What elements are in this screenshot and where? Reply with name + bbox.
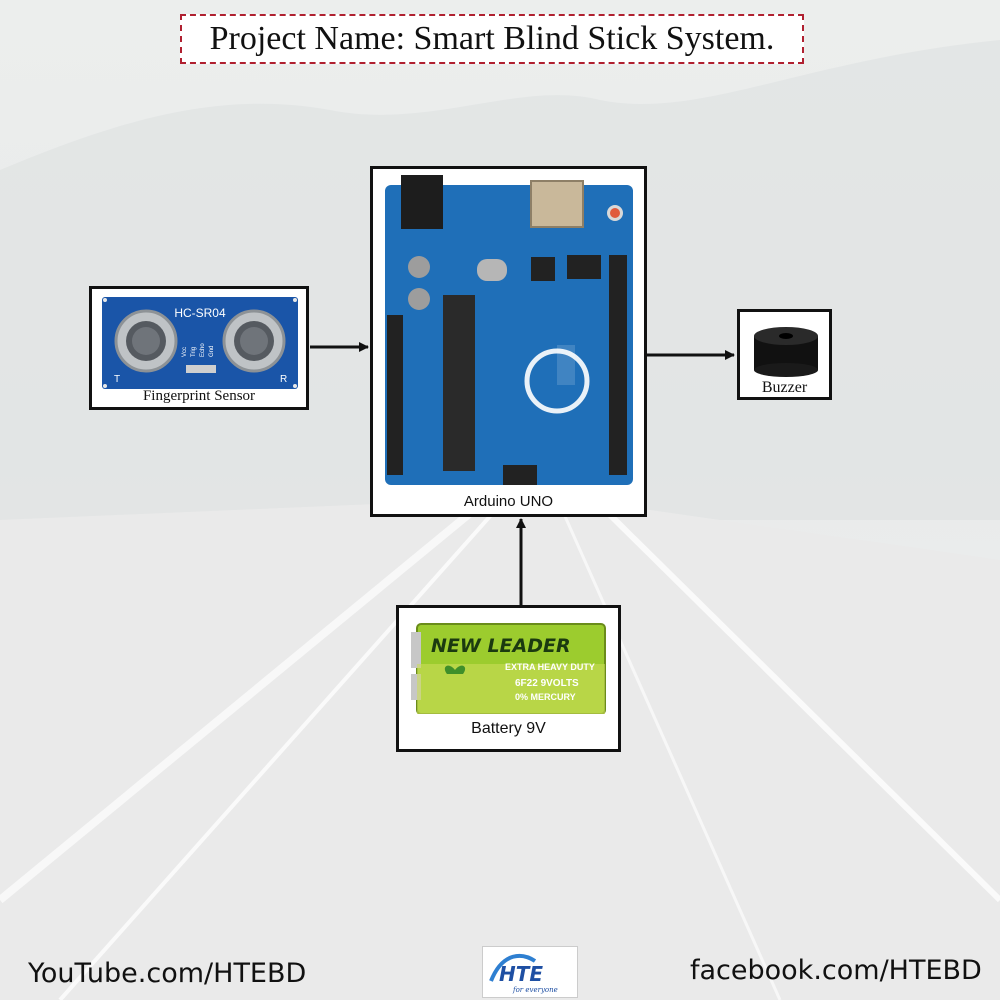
arduino-node: Arduino UNO <box>370 166 647 517</box>
sensor-pin-echo: Echo <box>200 343 206 357</box>
buzzer-image <box>754 327 818 377</box>
battery-node: NEW LEADER EXTRA HEAVY DUTY 6F22 9VOLTS … <box>396 605 621 752</box>
battery-line1: EXTRA HEAVY DUTY <box>505 662 595 672</box>
project-title: Project Name: Smart Blind Stick System. <box>209 20 775 57</box>
battery-line2: 6F22 9VOLTS <box>515 678 579 689</box>
buzzer-label: Buzzer <box>761 379 808 396</box>
logo-tagline: for everyone <box>512 986 558 994</box>
sensor-pin-gnd: Gnd <box>209 346 215 357</box>
arduino-board-image <box>385 175 633 485</box>
ultrasonic-sensor-image: HC-SR04 T R Vcc Trig Echo Gnd <box>102 297 298 389</box>
arduino-label: Arduino UNO <box>463 493 554 510</box>
facebook-link[interactable]: facebook.com/HTEBD <box>690 955 982 986</box>
sensor-t-label: T <box>114 374 120 385</box>
youtube-link[interactable]: YouTube.com/HTEBD <box>28 958 307 989</box>
buzzer-node: Buzzer <box>737 309 832 400</box>
sensor-pin-trig: Trig <box>191 347 197 357</box>
sensor-label: Fingerprint Sensor <box>142 388 256 404</box>
hte-logo: HTE for everyone <box>482 946 578 998</box>
battery-line3: 0% MERCURY <box>515 692 576 702</box>
battery-image: NEW LEADER EXTRA HEAVY DUTY 6F22 9VOLTS … <box>411 623 606 714</box>
hte-logo-image: HTE for everyone <box>489 953 558 994</box>
battery-brand: NEW LEADER <box>431 635 571 657</box>
logo-text: HTE <box>499 962 543 986</box>
battery-label: Battery 9V <box>471 720 546 737</box>
title-box: Project Name: Smart Blind Stick System. <box>180 14 804 64</box>
sensor-node: HC-SR04 T R Vcc Trig Echo Gnd Fingerprin… <box>89 286 309 410</box>
sensor-module-text: HC-SR04 <box>174 306 226 320</box>
sensor-pin-vcc: Vcc <box>182 347 188 357</box>
sensor-r-label: R <box>280 374 287 385</box>
